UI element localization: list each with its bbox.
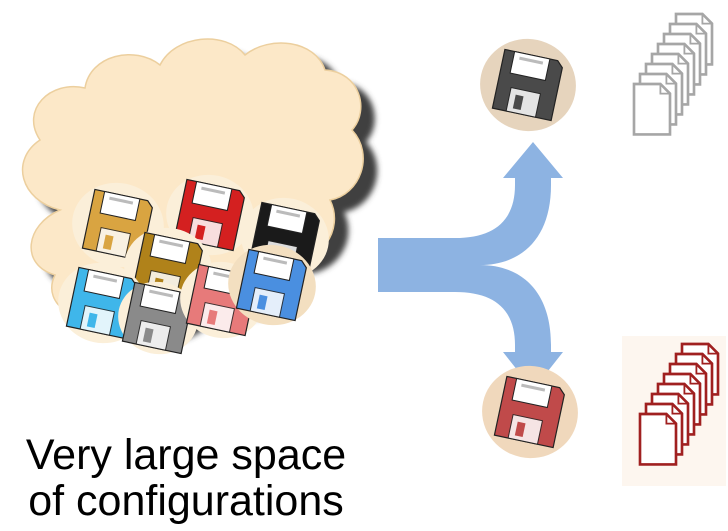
caption-text-2: of configurations xyxy=(28,477,344,525)
caption-text-1: Very large space xyxy=(25,431,347,479)
floppy-disk-icon xyxy=(480,38,576,132)
split-arrow-icon xyxy=(378,142,563,390)
configuration-cloud xyxy=(21,38,378,355)
floppy-disk-icon xyxy=(482,365,578,459)
floppy-disk-icon xyxy=(228,244,316,326)
document-stack-icon xyxy=(622,336,726,486)
floppy-disk-icon xyxy=(118,281,198,355)
document-stack-icon xyxy=(632,12,714,136)
